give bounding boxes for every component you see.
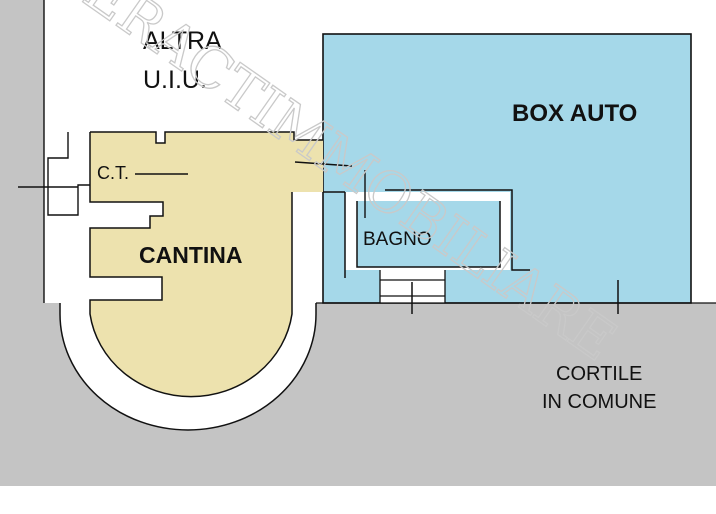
cantina-outer-wall-outline xyxy=(59,303,317,431)
interior-wall-segments xyxy=(135,161,366,218)
label-cantina: CANTINA xyxy=(139,242,243,268)
label-bagno: BAGNO xyxy=(363,229,432,250)
label-cortile-line1: CORTILE xyxy=(556,363,642,385)
bagno-room xyxy=(357,201,500,267)
label-altra-uiu-line1: ALTRA xyxy=(143,27,222,55)
bagno-wall-outline xyxy=(344,189,530,278)
cantina-room xyxy=(90,132,323,397)
label-cortile-line2: IN COMUNE xyxy=(542,391,656,413)
stair-entry xyxy=(18,0,90,303)
courtyard-threshold xyxy=(379,270,446,314)
label-altra-uiu-line2: U.I.U. xyxy=(143,66,207,94)
label-ct: C.T. xyxy=(97,163,129,183)
cantina-wall-outline xyxy=(89,131,323,398)
label-box-auto: BOX AUTO xyxy=(512,100,637,127)
